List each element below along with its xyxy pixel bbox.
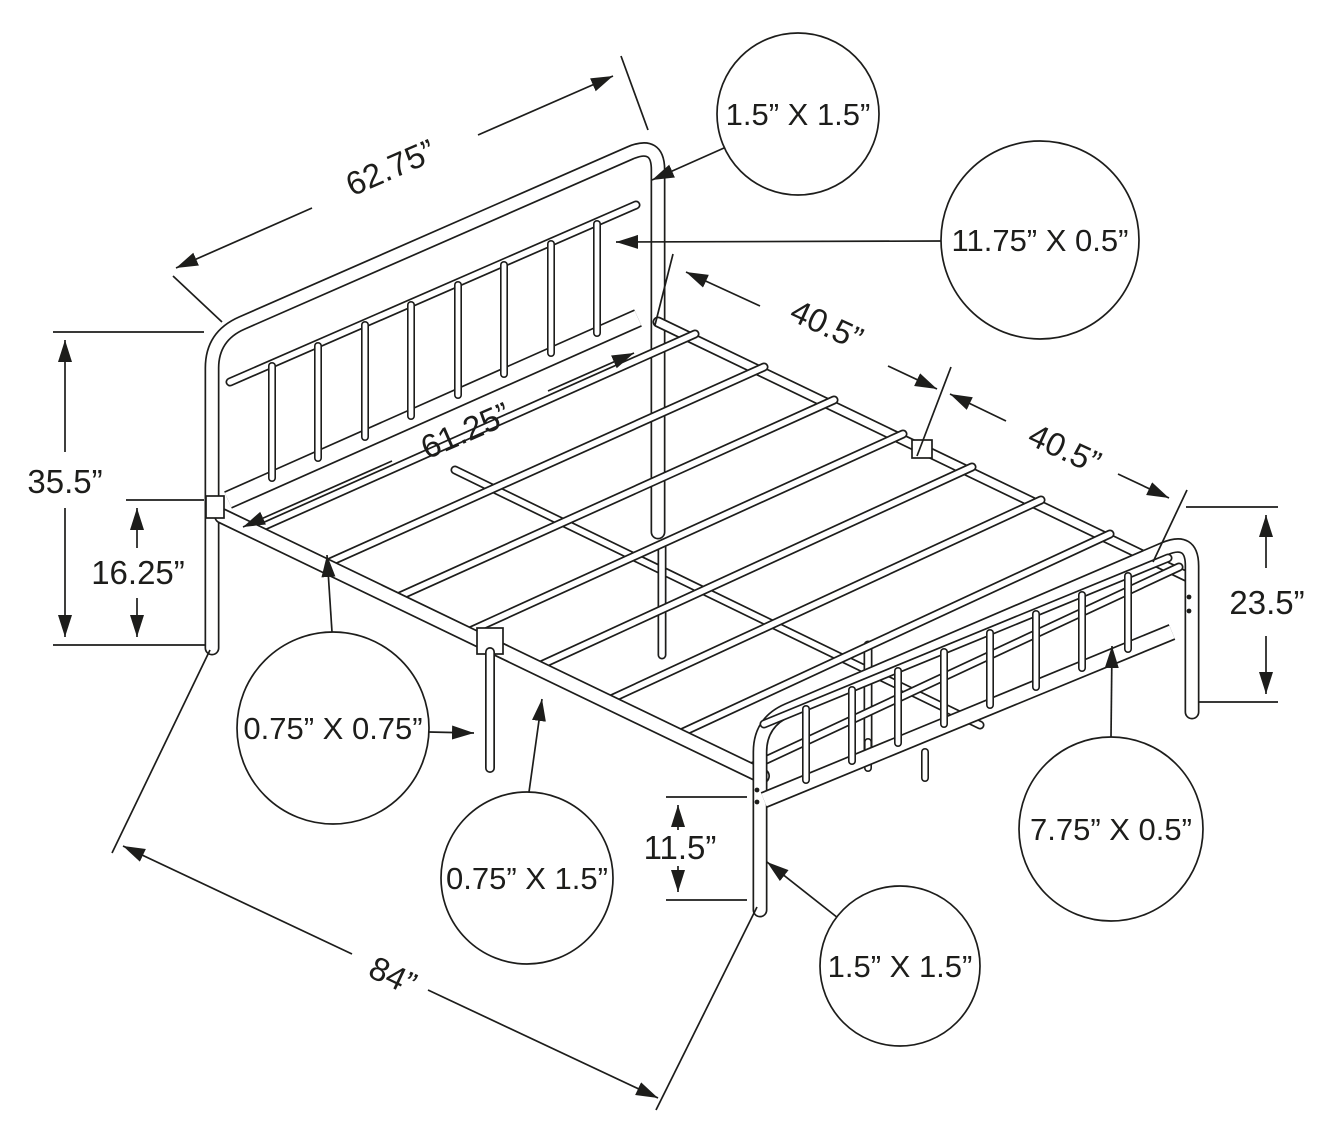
dimension-rail-half-head: 40.5” bbox=[654, 253, 938, 390]
callout-headboard-tube: 1.5” X 1.5” bbox=[651, 32, 880, 196]
footboard-rail-clearance-label: 11.5” bbox=[644, 829, 717, 866]
headboard-panel-label: 11.75” X 0.5” bbox=[952, 223, 1129, 258]
headboard-height-label: 35.5” bbox=[27, 463, 102, 500]
dimension-footboard-height: 23.5” bbox=[1186, 506, 1305, 703]
headboard-tube-label: 1.5” X 1.5” bbox=[726, 97, 871, 132]
callout-footboard-panel: 7.75” X 0.5” bbox=[1018, 645, 1204, 922]
mattress-slats bbox=[255, 329, 1184, 772]
dimension-inner-width: 61.25” bbox=[242, 352, 635, 528]
headboard-panel-dividers bbox=[268, 220, 601, 482]
footboard-height-label: 23.5” bbox=[1229, 584, 1304, 621]
callout-side-rail: 0.75” X 1.5” bbox=[440, 698, 614, 965]
headboard-width-label: 62.75” bbox=[340, 132, 441, 203]
footboard-panel-label: 7.75” X 0.5” bbox=[1030, 812, 1192, 847]
headboard bbox=[204, 142, 666, 656]
dimension-rail-height: 16.25” bbox=[91, 499, 204, 637]
support-leg-label: 0.75” X 0.75” bbox=[243, 711, 422, 746]
side-rail-label: 0.75” X 1.5” bbox=[446, 861, 608, 896]
footboard bbox=[752, 538, 1200, 918]
callout-headboard-panel: 11.75” X 0.5” bbox=[615, 140, 1140, 340]
rail-half-foot-label: 40.5” bbox=[1023, 416, 1107, 481]
dimension-headboard-height: 35.5” bbox=[27, 331, 206, 646]
bed-length-label: 84” bbox=[363, 949, 422, 1003]
rail-half-head-label: 40.5” bbox=[785, 292, 869, 357]
dimension-headboard-width: 62.75” bbox=[172, 55, 649, 323]
rail-height-label: 16.25” bbox=[91, 554, 185, 591]
callout-support-leg: 0.75” X 0.75” bbox=[236, 554, 475, 825]
rail-joint-bracket-far bbox=[911, 439, 933, 459]
dimension-footboard-rail-clearance: 11.5” bbox=[644, 796, 747, 901]
callout-footboard-leg: 1.5” X 1.5” bbox=[766, 861, 981, 1047]
rail-bracket-headboard bbox=[205, 495, 225, 519]
footboard-panel-dividers bbox=[802, 572, 1132, 784]
side-rail-near bbox=[205, 495, 770, 784]
footboard-leg-label: 1.5” X 1.5” bbox=[828, 949, 973, 984]
